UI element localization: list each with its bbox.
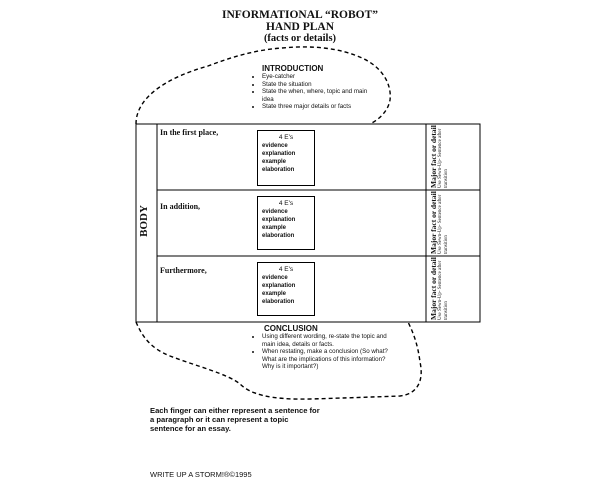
four-es-item: elaboration [262,167,295,173]
copyright: WRITE UP A STORM!®©1995 [150,470,252,479]
side-note-minor: Use Sewn-Up- Sentence after transition [438,260,449,320]
list-item: State the when, where, topic and main id… [262,88,370,103]
body-label: BODY [138,205,150,237]
four-es-item: explanation [262,151,296,157]
page-subtitle: HAND PLAN [265,21,335,33]
four-es-item: example [262,159,287,165]
conclusion-section: CONCLUSION Using different wording, re-s… [250,324,396,371]
four-es-box-2: 4 E's evidence explanation example elabo… [257,196,315,250]
introduction-section: INTRODUCTION Eye-catcher State the situa… [250,64,370,111]
four-es-item: elaboration [262,233,295,239]
footer-note: Each finger can either represent a sente… [150,406,320,433]
list-item: Eye-catcher [262,73,370,81]
side-note-minor: Use Sewn-Up- Sentence after transition [438,194,449,254]
list-item: State three major details or facts [262,103,370,111]
row-transition-3: Furthermore, [160,266,207,275]
page-subtitle-note: (facts or details) [263,33,337,44]
four-es-item: evidence [262,209,288,215]
side-note-major: Major fact or detail [429,191,438,254]
four-es-item: example [262,225,287,231]
four-es-item: evidence [262,143,288,149]
row-transition-2: In addition, [160,202,201,211]
side-note-major: Major fact or detail [429,125,438,188]
introduction-heading: INTRODUCTION [262,64,324,73]
side-note-1: Major fact or detail Use Sewn-Up- Senten… [429,116,478,188]
side-note-3: Major fact or detail Use Sewn-Up- Senten… [429,248,478,320]
four-es-item: explanation [262,283,296,289]
four-es-box-3: 4 E's evidence explanation example elabo… [257,262,315,316]
intro-dashed-outline [135,46,391,125]
four-es-heading: 4 E's [278,134,294,141]
list-item: When restating, make a conclusion (So wh… [262,348,396,371]
list-item: State the situation [262,81,370,89]
side-note-2: Major fact or detail Use Sewn-Up- Senten… [429,182,478,254]
four-es-heading: 4 E's [278,266,294,273]
four-es-box-1: 4 E's evidence explanation example elabo… [257,130,315,186]
conclusion-dashed-outline [135,321,422,400]
row-transition-1: In the first place, [160,128,219,137]
four-es-item: explanation [262,217,296,223]
four-es-item: evidence [262,275,288,281]
four-es-item: example [262,291,287,297]
body-table-frame [135,123,481,323]
conclusion-heading: CONCLUSION [264,324,318,333]
list-item: Using different wording, re-state the to… [262,333,396,348]
side-note-major: Major fact or detail [429,257,438,320]
introduction-list: Eye-catcher State the situation State th… [250,73,370,111]
four-es-item: elaboration [262,299,295,305]
conclusion-list: Using different wording, re-state the to… [250,333,396,371]
four-es-heading: 4 E's [278,200,294,207]
side-note-minor: Use Sewn-Up- Sentence after transition [438,128,449,188]
page-title: INFORMATIONAL “ROBOT” [221,9,378,21]
